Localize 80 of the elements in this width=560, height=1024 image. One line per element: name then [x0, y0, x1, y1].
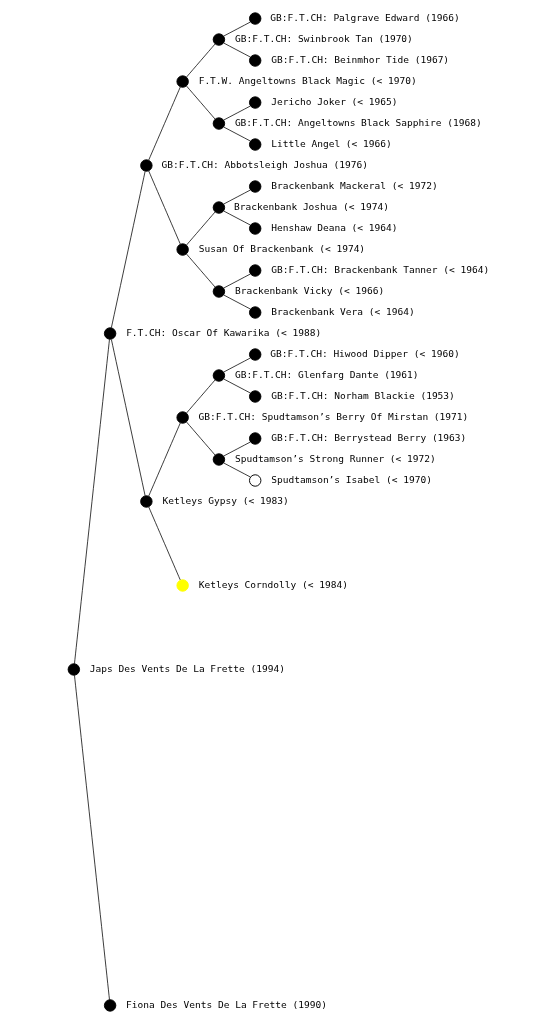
- node-label: Brackenbank Mackeral (< 1972): [271, 179, 438, 191]
- node-label: GB:F.T.CH: Glenfarg Dante (1961): [234, 368, 419, 380]
- node-label: Ketleys Gypsy (< 1983): [162, 494, 289, 506]
- connector: [148, 86, 181, 161]
- connector: [223, 210, 251, 226]
- node-circle: [212, 369, 226, 382]
- connector: [223, 189, 251, 205]
- node-circle: [249, 54, 262, 67]
- connector: [223, 273, 251, 289]
- connector: [111, 339, 146, 497]
- node-circle: [249, 96, 262, 109]
- node-label: F.T.W. Angeltowns Black Magic (< 1970): [198, 74, 417, 86]
- node-label: Brackenbank Joshua (< 1974): [234, 200, 389, 212]
- connector: [186, 85, 216, 120]
- connector: [223, 294, 251, 310]
- connector: [148, 506, 181, 581]
- connector: [223, 21, 251, 37]
- node-circle: [249, 474, 262, 487]
- connector: [148, 422, 181, 497]
- node-circle: [212, 285, 226, 298]
- node-label: GB:F.T.CH: Berrystead Berry (1963): [271, 431, 467, 443]
- connector: [223, 42, 251, 58]
- node-circle: [212, 453, 226, 466]
- node-circle: [140, 495, 153, 508]
- node-circle: [249, 432, 262, 445]
- node-circle: [249, 180, 262, 193]
- node-label: Little Angel (< 1966): [271, 137, 392, 149]
- node-label: Spudtamson’s Strong Runner (< 1972): [234, 452, 436, 464]
- node-circle: [249, 264, 262, 277]
- node-circle: [176, 75, 189, 88]
- node-label: GB:F.T.CH: Beinmhor Tide (1967): [271, 53, 450, 65]
- connector: [74, 338, 110, 665]
- node-label: Ketleys Corndolly (< 1984): [198, 578, 348, 590]
- connector: [223, 105, 251, 121]
- node-circle: [176, 411, 189, 424]
- node-circle: [249, 222, 262, 235]
- node-label: GB:F.T.CH: Swinbrook Tan (1970): [234, 32, 413, 44]
- connector: [186, 43, 216, 78]
- node-label: Jericho Joker (< 1965): [271, 95, 398, 107]
- node-circle: [249, 12, 262, 25]
- connector: [186, 253, 216, 288]
- node-label: Spudtamson’s Isabel (< 1970): [271, 473, 432, 485]
- node-circle: [176, 243, 189, 256]
- node-label: Japs Des Vents De La Frette (1994): [89, 662, 285, 674]
- node-label: GB:F.T.CH: Hiwood Dipper (< 1960): [270, 347, 460, 359]
- node-circle: [249, 348, 262, 361]
- node-label: Fiona Des Vents De La Frette (1990): [126, 998, 327, 1010]
- node-circle: [103, 327, 117, 340]
- node-circle: [140, 159, 153, 172]
- connector: [223, 378, 251, 394]
- connector: [223, 462, 251, 478]
- connector: [74, 674, 110, 1001]
- node-label: GB:F.T.CH: Abbotsleigh Joshua (1976): [161, 158, 369, 170]
- connector: [186, 421, 216, 456]
- node-label: F.T.CH: Oscar Of Kawarika (< 1988): [126, 326, 322, 338]
- node-circle: [249, 138, 262, 151]
- node-label: Henshaw Deana (< 1964): [271, 221, 398, 233]
- node-label: GB:F.T.CH: Norham Blackie (1953): [271, 389, 455, 401]
- node-label: Susan Of Brackenbank (< 1974): [198, 242, 366, 254]
- node-label: GB:F.T.CH: Brackenbank Tanner (< 1964): [271, 263, 490, 275]
- connector: [186, 211, 216, 246]
- connector: [186, 379, 216, 414]
- node-circle: [67, 663, 81, 676]
- node-circle: [249, 390, 262, 403]
- node-label: Brackenbank Vicky (< 1966): [234, 284, 385, 296]
- node-label: GB:F.T.CH: Palgrave Edward (1966): [270, 11, 460, 23]
- connector: [223, 357, 251, 373]
- connector: [223, 441, 251, 457]
- node-label: GB:F.T.CH: Angeltowns Black Sapphire (1968): [234, 116, 482, 128]
- connector: [223, 126, 251, 142]
- connector: [110, 171, 146, 329]
- node-circle: [249, 306, 262, 319]
- connector: [148, 170, 181, 245]
- node-label: GB:F.T.CH: Spudtamson’s Berry Of Mirstan (1971): [198, 410, 469, 422]
- node-label: Brackenbank Vera (< 1964): [271, 305, 415, 317]
- node-circle: [103, 999, 117, 1012]
- node-circle: [176, 579, 189, 592]
- node-circle: [212, 33, 226, 46]
- node-circle: [212, 201, 226, 214]
- node-circle: [212, 117, 226, 130]
